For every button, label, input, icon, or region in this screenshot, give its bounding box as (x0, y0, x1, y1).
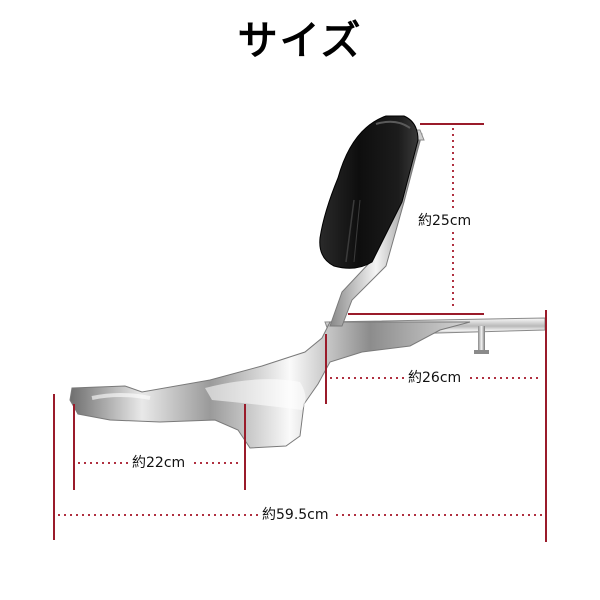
height-dimension (348, 123, 484, 315)
total-length-dimension-label: 約59.5cm (260, 506, 331, 524)
mounting-bolt (478, 326, 485, 352)
side-bracket (69, 321, 471, 449)
front-length-dimension (73, 404, 246, 490)
backrest-pad (319, 115, 419, 269)
height-dimension-label: 約25cm (416, 212, 474, 230)
upper-length-dimension-label: 約26cm (406, 369, 464, 387)
front-length-dimension-label: 約22cm (130, 454, 188, 472)
page-title: サイズ (237, 18, 363, 64)
total-length-dimension (53, 394, 542, 540)
upper-length-dimension (325, 310, 547, 542)
